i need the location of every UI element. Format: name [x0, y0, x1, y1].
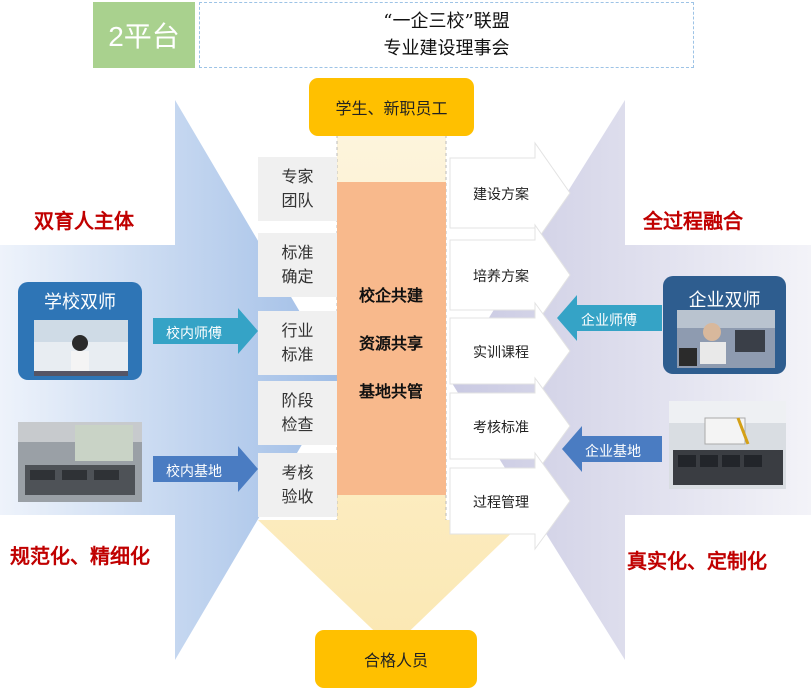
output-practical-course: 实训课程: [473, 345, 529, 361]
school-base-photo: [18, 422, 142, 502]
step-expert-team: 专家团队: [258, 157, 337, 221]
enterprise-teacher-photo-overlay: [677, 310, 775, 368]
arrow-enterprise-base: [562, 426, 662, 472]
step-industry-standard: 行业标准: [258, 311, 337, 375]
output-arrow-2: [449, 223, 571, 327]
output-arrow-1: [449, 141, 571, 245]
header-title-line2: 专业建设理事会: [383, 38, 510, 59]
alliance-header: “一企三校”联盟 专业建设理事会: [199, 2, 694, 68]
step-assessment: 考核验收: [258, 453, 337, 517]
arrow-enterprise-teacher: [557, 295, 662, 341]
arrow-label-enterprise-base: 企业基地: [585, 444, 641, 460]
output-process-management: 过程管理: [473, 495, 529, 511]
center-core-block: [337, 182, 446, 495]
output-qualified-box: 合格人员: [315, 630, 477, 688]
output-training-plan: 培养方案: [473, 269, 529, 285]
step-stage-check: 阶段检查: [258, 381, 337, 445]
step-standard-define: 标准确定: [258, 233, 337, 297]
school-teacher-photo-overlay: [34, 320, 128, 376]
center-line-2: 资源共享: [358, 334, 423, 353]
center-line-3: 基地共管: [358, 382, 423, 401]
left-footer: 规范化、精细化: [10, 544, 150, 568]
school-teacher-title: 学校双师: [44, 292, 116, 313]
arrow-school-base: [153, 446, 258, 492]
right-footer: 真实化、定制化: [627, 549, 767, 573]
platform-badge: 2平台: [93, 2, 195, 68]
output-assessment-standard: 考核标准: [473, 420, 529, 436]
arrow-school-teacher: [153, 308, 258, 354]
right-headline: 全过程融合: [643, 209, 743, 233]
left-big-arrow: [0, 100, 340, 660]
left-headline: 双育人主体: [34, 209, 134, 233]
enterprise-teacher-title: 企业双师: [688, 290, 761, 311]
arrow-label-school-base: 校内基地: [166, 464, 222, 480]
output-arrow-5: [449, 451, 571, 551]
arrow-label-enterprise-teacher: 企业师傅: [581, 313, 637, 329]
output-arrow-3: [449, 301, 571, 401]
output-arrow-4: [449, 376, 571, 476]
arrow-label-school-teacher: 校内师傅: [166, 326, 222, 342]
center-line-1: 校企共建: [358, 286, 423, 305]
output-construction-plan: 建设方案: [473, 187, 529, 203]
header-title-line1: “一企三校”联盟: [383, 11, 510, 32]
input-students-box: 学生、新职员工: [309, 78, 474, 136]
enterprise-base-photo: [669, 401, 786, 489]
